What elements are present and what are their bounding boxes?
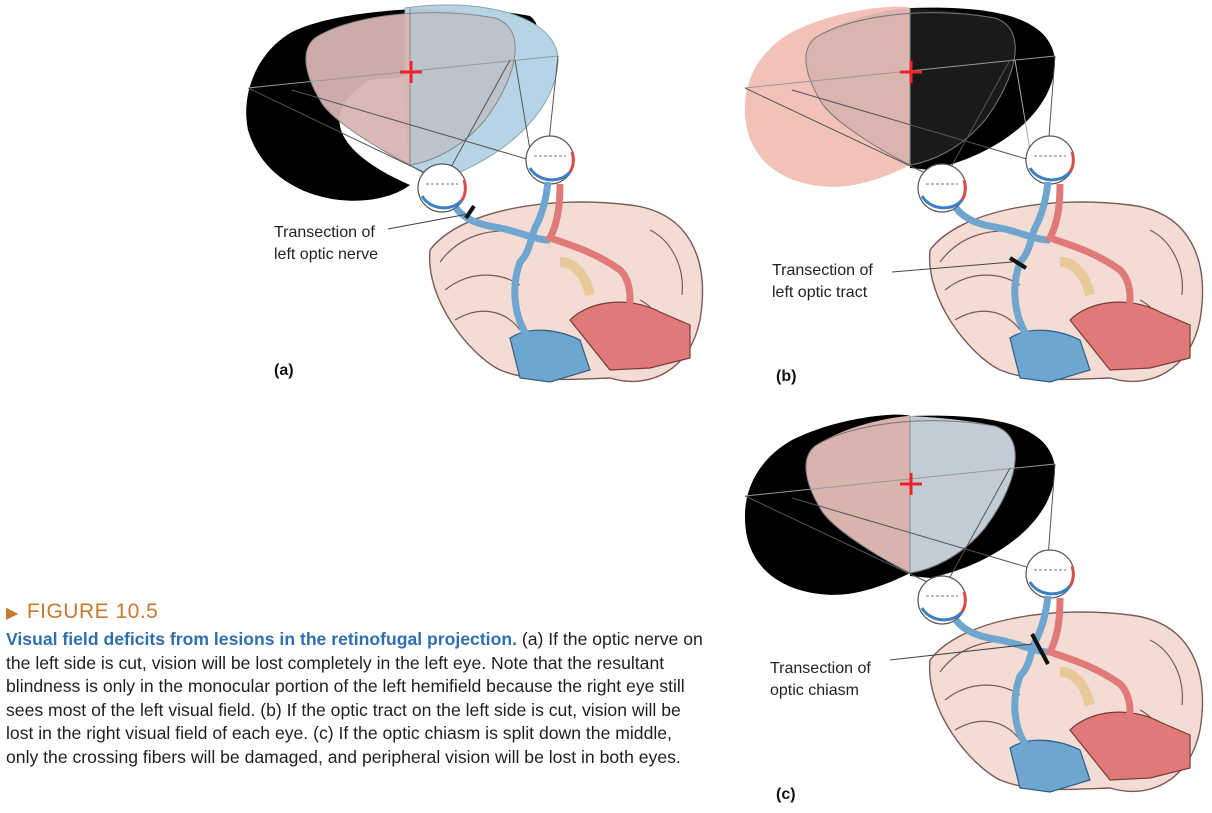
right-eye — [1025, 135, 1075, 185]
figure-number-text: FIGURE 10.5 — [26, 600, 159, 623]
figure-caption: ▶ FIGURE 10.5 Visual field deficits from … — [6, 600, 706, 769]
caption-marker-b: (b) — [260, 699, 282, 720]
brain-section — [929, 611, 1204, 793]
lesion-label: Transection of left optic nerve — [274, 224, 379, 263]
right-eye — [525, 135, 575, 185]
caption-text-a: If the optic nerve on the left side is c… — [6, 629, 703, 720]
fixation-cross — [400, 61, 422, 83]
panel-c: Transection of optic chiasm (c) — [730, 408, 1210, 813]
lesion-label: Transection of left optic tract — [772, 262, 873, 301]
panel-a-visual-field — [246, 4, 559, 201]
panel-b: Transection of left optic tract (b) — [730, 0, 1210, 400]
panel-b-diagram — [744, 6, 1204, 383]
right-eye — [1025, 549, 1075, 599]
triangle-icon: ▶ — [6, 605, 19, 622]
caption-marker-c: (c) — [313, 723, 334, 743]
brain-section — [429, 201, 704, 383]
panel-letter: (b) — [776, 368, 797, 385]
panel-a-diagram — [246, 4, 704, 383]
caption-marker-a: (a) — [521, 629, 544, 649]
panel-b-visual-field — [744, 6, 1056, 187]
lesion-mark — [1008, 256, 1028, 270]
caption-body: Visual field deficits from lesions in th… — [6, 628, 706, 769]
pathways — [953, 181, 1134, 343]
left-eye — [917, 575, 967, 625]
caption-text-c: If the optic chiasm is split down the mi… — [6, 723, 681, 767]
caption-title: Visual field deficits from lesions in th… — [6, 629, 517, 649]
caption-text-b: If the optic tract on the left side is c… — [6, 699, 681, 744]
panel-letter: (a) — [274, 362, 294, 379]
lesion-mark — [1030, 633, 1050, 665]
left-eye — [917, 163, 967, 213]
panel-letter: (c) — [776, 786, 796, 803]
figure-number: ▶ FIGURE 10.5 — [6, 600, 706, 626]
fixation-cross — [900, 473, 922, 495]
panel-a: Transection of left optic nerve (a) — [230, 0, 730, 400]
panel-c-diagram — [744, 414, 1204, 793]
pathways — [953, 595, 1134, 753]
brain-section — [929, 201, 1204, 383]
fixation-cross — [900, 61, 922, 83]
lesion-label: Transection of optic chiasm — [770, 660, 871, 699]
panel-c-visual-field — [744, 414, 1056, 595]
left-eye — [417, 163, 467, 213]
lesion-mark — [464, 204, 476, 220]
